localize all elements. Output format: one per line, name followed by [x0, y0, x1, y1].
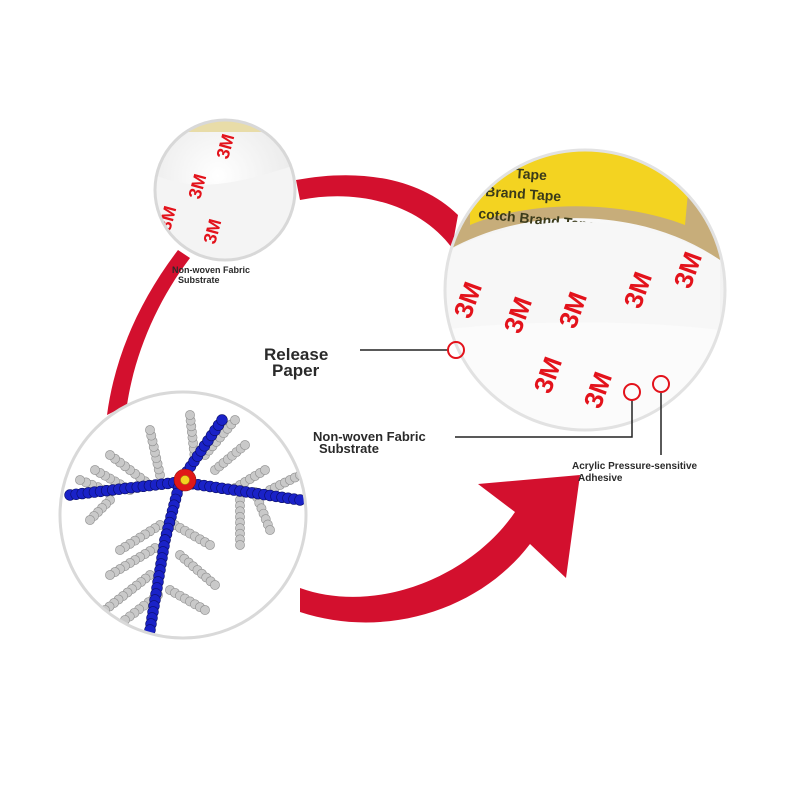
molecule-atom: [210, 580, 220, 590]
molecule-atom: [185, 410, 195, 420]
callout-markers: [447, 341, 670, 401]
molecule-atom: [105, 450, 115, 460]
tape-print-line1: Tape: [515, 165, 548, 183]
arrow-top: [296, 175, 458, 248]
adhesive-label-line2: Adhesive: [578, 473, 623, 484]
fabric-substrate-leader: [455, 400, 633, 438]
callout-lines: [360, 349, 662, 455]
adhesive-marker: [652, 375, 670, 393]
small-inset-label-line1: Non-woven Fabric: [172, 265, 251, 275]
molecule-atom: [265, 525, 275, 535]
fabric-substrate-label-line2: Substrate: [319, 441, 379, 456]
molecule-atom: [75, 475, 85, 485]
molecule-atom: [145, 425, 155, 435]
small-inset: 3M 3M 3M 3M: [153, 118, 297, 262]
arrow-bottom: [300, 475, 580, 623]
release-paper-label-line1: Release: [264, 345, 329, 364]
fabric-substrate-label-line1: Non-woven Fabric: [313, 429, 426, 444]
molecule-atom: [115, 545, 125, 555]
small-inset-label-line2: Substrate: [178, 275, 220, 285]
molecule-atom: [205, 540, 215, 550]
molecule-atom: [230, 415, 240, 425]
molecule-circle: [58, 390, 308, 640]
fabric-substrate-marker: [623, 383, 641, 401]
molecule-atom: [85, 515, 95, 525]
adhesive-label-line1: Acrylic Pressure-sensitive: [572, 461, 698, 472]
molecule-structure: [64, 410, 306, 636]
release-paper-label-line2: Paper: [272, 361, 320, 380]
release-paper-marker: [447, 341, 465, 359]
tape-print-line2: Brand Tape: [485, 183, 562, 204]
molecule-atom: [235, 540, 245, 550]
molecule-atom: [240, 440, 250, 450]
tape-roll-circle: Tape Brand Tape cotch Brand Tape 3M 3M 3…: [443, 148, 727, 432]
molecule-atom: [260, 465, 270, 475]
arrow-left: [107, 250, 190, 415]
molecule-atom: [216, 414, 228, 426]
molecule-atom: [200, 605, 210, 615]
molecule-atom: [105, 570, 115, 580]
molecule-atom: [180, 475, 190, 485]
cycle-arrows: [107, 175, 580, 623]
molecule-atom: [90, 465, 100, 475]
